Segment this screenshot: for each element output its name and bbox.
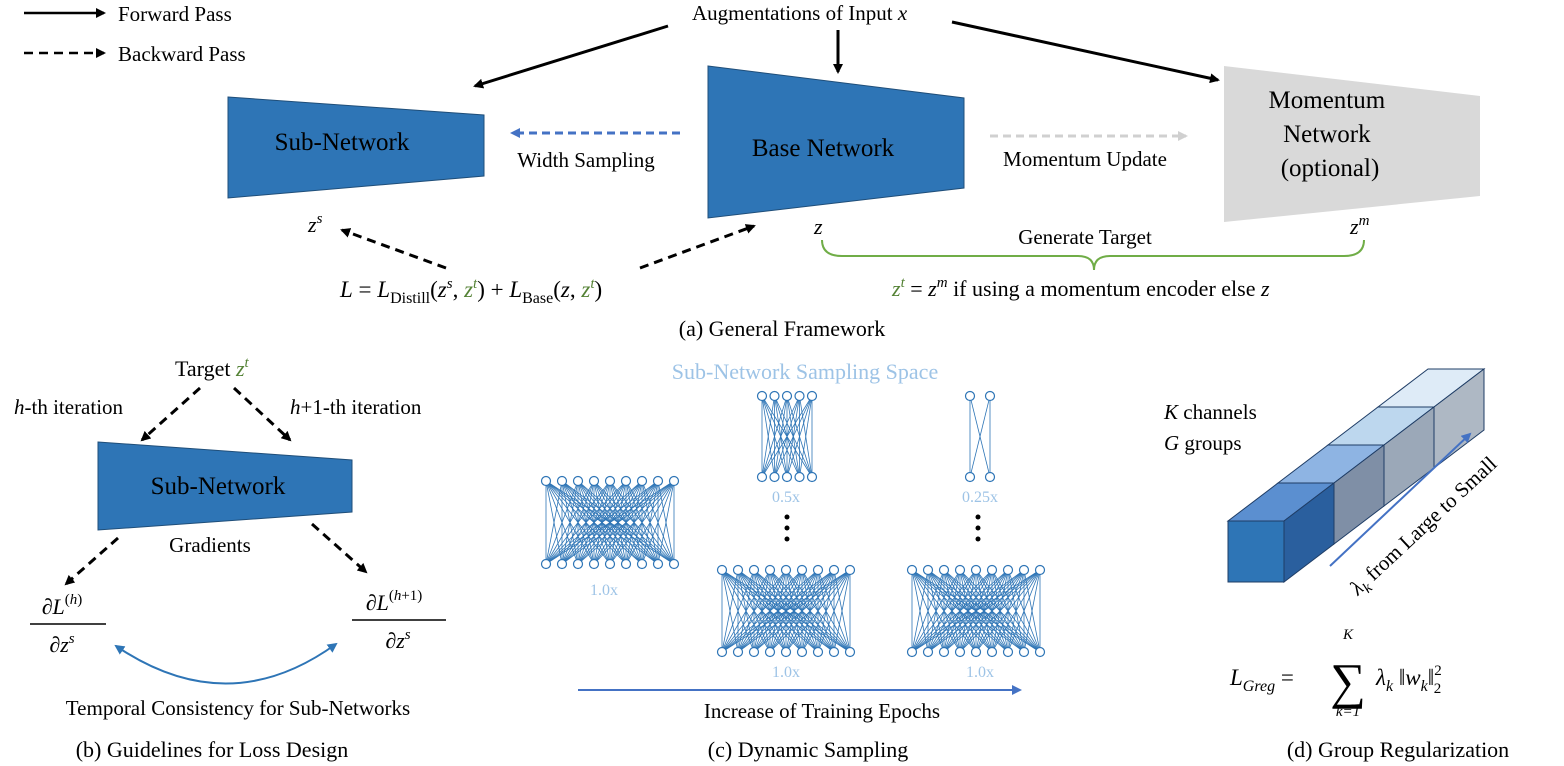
z-s-label: zs — [307, 211, 323, 237]
svg-text:∑: ∑ — [1330, 653, 1366, 709]
base-network-block — [707, 65, 965, 219]
momentum-update-label: Momentum Update — [1003, 147, 1167, 171]
panel-b-subnetwork-block — [97, 441, 353, 531]
svg-text:λk ‖wk‖22: λk ‖wk‖22 — [1375, 663, 1442, 697]
panel-loss-design: Target zt h-th iteration h+1-th iteratio… — [14, 355, 446, 762]
generate-target-label: Generate Target — [1018, 225, 1152, 249]
base-network-label: Base Network — [752, 135, 895, 162]
g-groups-label: G groups — [1164, 431, 1242, 455]
temporal-consistency-arc — [114, 642, 338, 685]
svg-text:∂L(h+1): ∂L(h+1) — [366, 588, 423, 615]
subnetwork-label: Sub-Network — [275, 129, 410, 156]
sum-upper-limit: K — [1342, 627, 1354, 643]
backward-pass-legend-label: Backward Pass — [118, 42, 246, 66]
width-label-1x-third: 1.0x — [966, 664, 994, 681]
forward-arrow-to-momentum-network — [951, 20, 1220, 84]
svg-text:∂zs: ∂zs — [385, 627, 410, 653]
panel-c-caption: (c) Dynamic Sampling — [708, 737, 908, 762]
target-z-t-label: Target zt — [175, 355, 250, 381]
network-1x-first — [540, 475, 680, 570]
network-0-5x — [756, 390, 818, 483]
width-label-1x-second: 1.0x — [772, 664, 800, 681]
lambda-direction-arrow — [1329, 432, 1472, 567]
width-label-0-25x: 0.25x — [962, 489, 998, 506]
gradient-right-arrow — [311, 522, 368, 574]
network-0-25x — [964, 390, 996, 483]
augmentations-label: Augmentations of Input x — [692, 1, 908, 25]
vertical-ellipsis-left — [784, 514, 790, 542]
panel-a-caption: (a) General Framework — [679, 316, 885, 341]
panel-group-regularization: K channels G groups λk from Large to Sma… — [1163, 367, 1509, 762]
gradient-left-arrow — [64, 536, 119, 586]
panel-general-framework: Augmentations of Input x Sub-Network Wid… — [227, 1, 1480, 341]
gradient-h-fraction: ∂L(h) ∂zs — [30, 592, 106, 657]
k-channels-label: K channels — [1163, 400, 1257, 424]
width-label-0-5x: 0.5x — [772, 489, 800, 506]
channel-groups-cube — [1226, 367, 1486, 584]
group-front-face — [1227, 520, 1285, 583]
momentum-network-label: Momentum Network (optional) — [1269, 87, 1392, 182]
momentum-network-block — [1224, 66, 1480, 222]
sampled-networks — [540, 390, 1046, 658]
target-rule: zt = zm if using a momentum encoder else… — [891, 275, 1270, 301]
target-to-subnet-left-arrow — [140, 386, 202, 442]
temporal-consistency-label: Temporal Consistency for Sub-Networks — [66, 696, 410, 720]
svg-text:∂zs: ∂zs — [49, 631, 74, 657]
generate-target-brace — [821, 239, 1365, 271]
sum-lower-limit: k=1 — [1336, 704, 1360, 720]
panel-b-subnetwork-label: Sub-Network — [151, 473, 286, 500]
panel-dynamic-sampling: Sub-Network Sampling Space 1.0x 0.5x 0.2… — [540, 359, 1046, 762]
training-epochs-label: Increase of Training Epochs — [704, 699, 940, 723]
vertical-ellipsis-right — [975, 514, 981, 542]
gradients-label: Gradients — [169, 533, 251, 557]
forward-pass-legend-label: Forward Pass — [118, 2, 232, 26]
gradient-h1-fraction: ∂L(h+1) ∂zs — [352, 588, 446, 653]
width-sampling-label: Width Sampling — [517, 148, 655, 172]
legend: Forward Pass Backward Pass — [24, 2, 246, 66]
svg-text:LGreg =: LGreg = — [1229, 665, 1294, 695]
width-label-1x-first: 1.0x — [590, 582, 618, 599]
panel-b-caption: (b) Guidelines for Loss Design — [76, 737, 349, 762]
h1-iteration-label: h+1-th iteration — [290, 395, 422, 419]
group-side-face-4 — [1433, 367, 1485, 470]
backward-arrow-to-z-s — [340, 228, 447, 270]
loss-formula: L = LDistill(zs, zt) + LBase(z, zt) — [339, 276, 602, 307]
svg-text:∂L(h): ∂L(h) — [42, 592, 83, 619]
h-iteration-label: h-th iteration — [14, 395, 124, 419]
network-1x-second — [716, 564, 856, 658]
network-1x-third — [906, 564, 1046, 658]
z-m-label: zm — [1349, 213, 1370, 239]
subnetwork-block — [227, 96, 485, 199]
forward-arrow-to-subnetwork — [473, 24, 669, 89]
panel-d-caption: (d) Group Regularization — [1287, 737, 1509, 762]
z-label: z — [813, 214, 823, 239]
target-to-subnet-right-arrow — [232, 386, 292, 442]
sampling-space-label: Sub-Network Sampling Space — [672, 359, 938, 384]
backward-arrow-to-z — [639, 224, 756, 270]
